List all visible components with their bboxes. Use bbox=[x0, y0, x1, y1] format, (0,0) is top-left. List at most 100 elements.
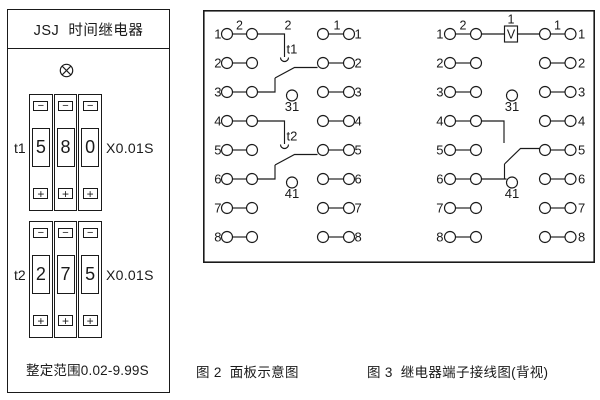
thumbwheel-column: − 5 + bbox=[78, 221, 103, 338]
terminal-circle bbox=[469, 230, 483, 244]
relay-front-panel: JSJ 时间继电器 − 5 + − 8 + − 0 + t1 bbox=[7, 9, 170, 393]
digit-window: 0 bbox=[81, 128, 100, 167]
thumbwheel-group-t1: − 5 + − 8 + − 0 + bbox=[29, 94, 103, 211]
terminal-circle bbox=[316, 56, 330, 70]
thumbwheel-column: − 5 + bbox=[29, 94, 53, 211]
terminal-number-left: 8 bbox=[214, 230, 221, 245]
fig2-t2-pivot-wire bbox=[257, 165, 276, 180]
fig3-switch-blade bbox=[504, 147, 540, 165]
terminal-circle bbox=[443, 114, 457, 128]
terminal-number-left: 5 bbox=[214, 143, 221, 158]
terminal-circle bbox=[220, 114, 234, 128]
terminal-number-left: 6 bbox=[436, 172, 443, 187]
terminal-circle bbox=[443, 85, 457, 99]
voltage-coil-label: V bbox=[507, 28, 516, 42]
terminal-circle bbox=[538, 230, 552, 244]
terminal-circle bbox=[220, 143, 234, 157]
terminal-number-right: 8 bbox=[578, 230, 585, 245]
increment-button: + bbox=[33, 188, 49, 200]
terminal-circle bbox=[342, 27, 356, 41]
decrement-button: − bbox=[58, 227, 73, 238]
terminal-circle bbox=[342, 85, 356, 99]
terminal-circle bbox=[245, 143, 259, 157]
terminal-number-right: 3 bbox=[578, 85, 585, 100]
digit-window: 7 bbox=[56, 255, 75, 294]
terminal-circle bbox=[316, 85, 330, 99]
indicator-lamp-icon bbox=[59, 63, 74, 78]
terminal-circle bbox=[443, 201, 457, 215]
terminal-circle bbox=[443, 143, 457, 157]
terminal-circle bbox=[469, 172, 483, 186]
terminal-circle bbox=[316, 27, 330, 41]
t2-contact-label: t2 bbox=[287, 129, 298, 144]
t1-multiplier-label: X0.01S bbox=[106, 140, 154, 156]
terminal-31-circle bbox=[285, 89, 299, 102]
terminal-circle bbox=[245, 85, 259, 99]
terminal-31-label: 31 bbox=[285, 99, 299, 114]
terminal-number-left: 4 bbox=[436, 114, 443, 129]
increment-button: + bbox=[58, 188, 73, 200]
terminal-circle bbox=[342, 114, 356, 128]
terminal-circle bbox=[469, 114, 483, 128]
terminal-circle bbox=[538, 27, 552, 41]
terminal-number-right: 4 bbox=[578, 114, 585, 129]
fig3-caption: 图 3 继电器端子接线图(背视) bbox=[367, 365, 549, 380]
terminal-number-left: 7 bbox=[214, 201, 221, 216]
setting-range-text: 整定范围0.02-9.99S bbox=[26, 363, 149, 378]
terminal-circle bbox=[220, 201, 234, 215]
terminal-41-circle bbox=[505, 176, 519, 189]
pair-label: 1 bbox=[334, 19, 341, 33]
terminal-circle bbox=[564, 114, 577, 128]
terminal-number-left: 2 bbox=[214, 56, 221, 71]
pair-label: 2 bbox=[460, 19, 467, 33]
terminal-circle bbox=[245, 56, 259, 70]
terminal-circle bbox=[220, 56, 234, 70]
terminal-circle bbox=[564, 230, 577, 244]
increment-button: + bbox=[82, 188, 98, 200]
terminal-circle bbox=[316, 201, 330, 215]
terminal-number-left: 5 bbox=[436, 143, 443, 158]
fig2-t2-fixed-wire bbox=[257, 120, 286, 144]
terminal-circle bbox=[245, 230, 259, 244]
digit-window: 2 bbox=[31, 255, 50, 294]
terminal-number-right: 4 bbox=[355, 114, 362, 129]
pair-label: 1 bbox=[508, 13, 515, 27]
terminal-circle bbox=[443, 172, 457, 186]
terminal-circle bbox=[316, 230, 330, 244]
terminal-circle bbox=[564, 172, 577, 186]
panel-title: JSJ 时间继电器 bbox=[8, 10, 169, 49]
terminal-circle bbox=[220, 27, 234, 41]
terminal-number-left: 3 bbox=[214, 85, 221, 100]
terminal-number-left: 3 bbox=[436, 85, 443, 100]
terminal-circle bbox=[220, 85, 234, 99]
increment-button: + bbox=[82, 315, 98, 327]
terminal-number-left: 1 bbox=[436, 27, 443, 42]
terminal-number-right: 3 bbox=[355, 85, 362, 100]
terminal-circle bbox=[469, 143, 483, 157]
terminal-number-right: 2 bbox=[578, 56, 585, 71]
terminal-41-label: 41 bbox=[505, 186, 519, 201]
t2-setting-label: t2 bbox=[14, 267, 26, 283]
terminal-number-right: 6 bbox=[578, 172, 585, 187]
terminal-circle bbox=[316, 172, 330, 186]
terminal-circle bbox=[220, 230, 234, 244]
terminal-41-label: 41 bbox=[285, 186, 299, 201]
terminal-circle bbox=[564, 201, 577, 215]
terminal-number-right: 1 bbox=[578, 27, 585, 42]
terminal-circle bbox=[538, 172, 552, 186]
terminal-circle bbox=[538, 56, 552, 70]
fig2-caption: 图 2 面板示意图 bbox=[196, 365, 299, 380]
terminal-circle bbox=[538, 143, 552, 157]
thumbwheel-group-t2: − 2 + − 7 + − 5 + bbox=[29, 221, 103, 338]
increment-button: + bbox=[33, 315, 49, 327]
terminal-circle bbox=[245, 201, 259, 215]
decrement-button: − bbox=[33, 227, 49, 238]
terminal-number-right: 7 bbox=[578, 201, 585, 216]
pair-label: 2 bbox=[285, 19, 292, 33]
